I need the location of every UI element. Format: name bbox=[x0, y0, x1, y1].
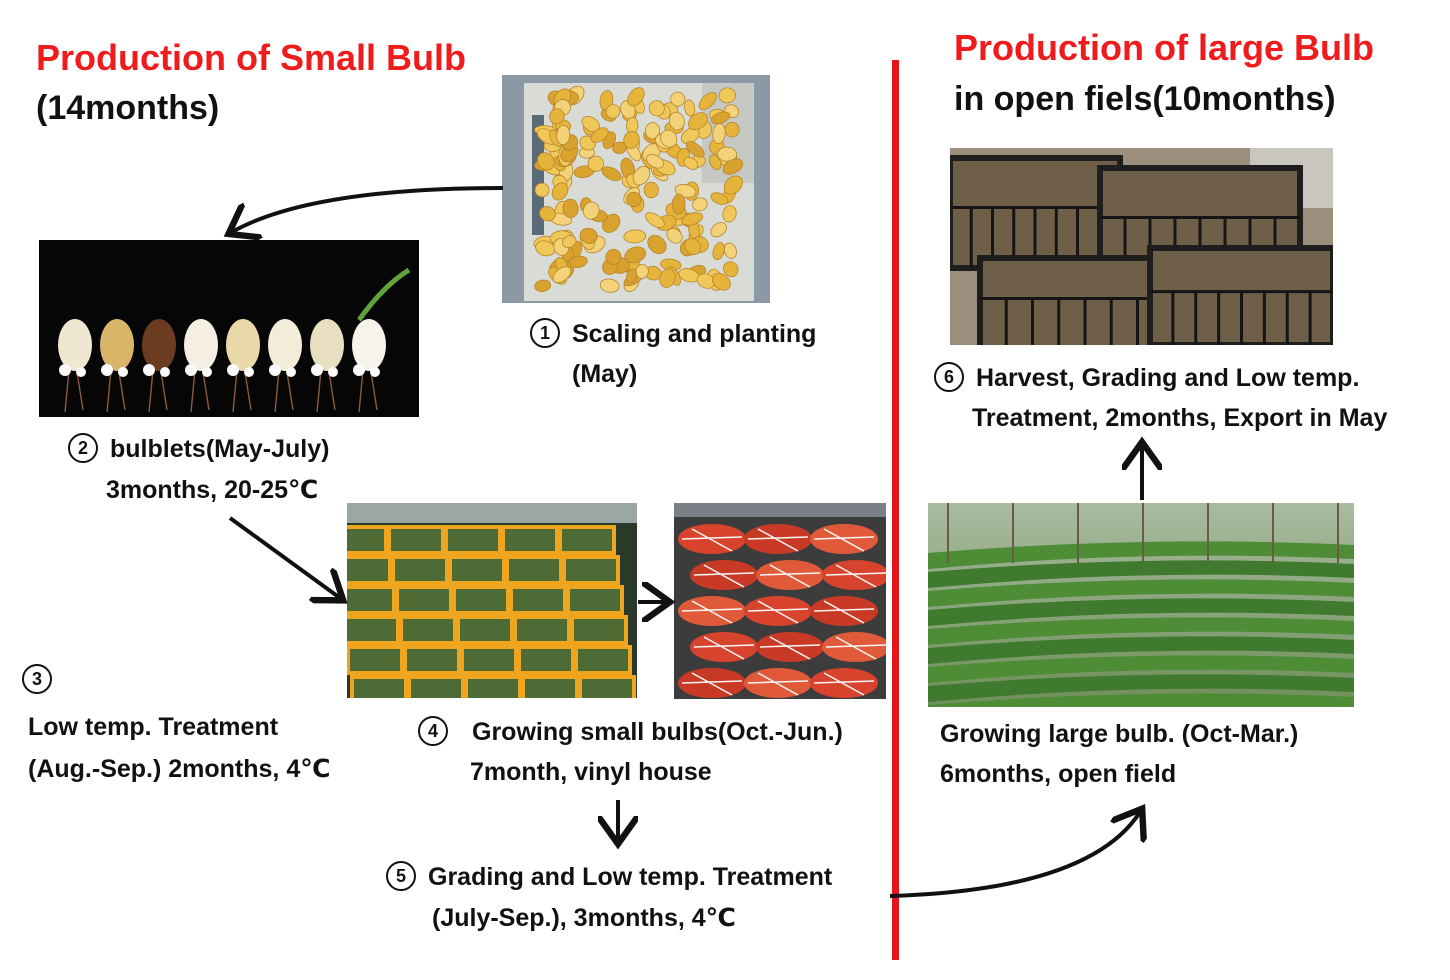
left-section-title: Production of Small Bulb bbox=[36, 37, 466, 78]
step-4-line1: Growing small bulbs(Oct.-Jun.) bbox=[472, 718, 843, 746]
step-3-number-row: 3 bbox=[22, 660, 64, 700]
right-section-subtitle: in open fiels(10months) bbox=[954, 80, 1336, 118]
step-6-number: 6 bbox=[934, 362, 964, 393]
netbags-photo bbox=[674, 503, 886, 699]
step-5-line2: (July-Sep.), 3months, 4℃ bbox=[432, 904, 736, 932]
scales-photo bbox=[502, 75, 770, 303]
step-5-caption: 5 Grading and Low temp. Treatment bbox=[386, 857, 832, 897]
bulblets-photo bbox=[39, 240, 419, 417]
growing-large-line2: 6months, open field bbox=[940, 760, 1177, 788]
section-divider bbox=[892, 60, 899, 960]
step-4-caption: 4 Growing small bulbs(Oct.-Jun.) bbox=[418, 712, 843, 752]
step-3-number: 3 bbox=[22, 664, 52, 695]
step-6-caption: 6 Harvest, Grading and Low temp. bbox=[934, 358, 1359, 398]
step-2-caption: 2 bulblets(May-July) bbox=[68, 429, 329, 469]
step-6-line1: Harvest, Grading and Low temp. bbox=[976, 364, 1360, 392]
step-3-line1: Low temp. Treatment bbox=[28, 713, 279, 741]
crates-photo bbox=[950, 148, 1333, 345]
step-4-line2: 7month, vinyl house bbox=[470, 758, 712, 786]
left-section-duration: (14months) bbox=[36, 89, 220, 127]
step-6-line2: Treatment, 2months, Export in May bbox=[972, 404, 1388, 432]
step-2-line1: bulblets(May-July) bbox=[110, 435, 330, 463]
step-1-number: 1 bbox=[530, 318, 560, 349]
step-5-line1: Grading and Low temp. Treatment bbox=[428, 863, 833, 891]
step-5-number: 5 bbox=[386, 861, 416, 892]
growing-large-line1: Growing large bulb. (Oct-Mar.) bbox=[940, 720, 1299, 748]
step-1-caption: 1 Scaling and planting bbox=[530, 314, 816, 354]
step-2-line2: 3months, 20-25℃ bbox=[106, 476, 319, 504]
trays-photo bbox=[347, 503, 637, 698]
arrow-5-to-field bbox=[889, 812, 1140, 898]
field-photo bbox=[928, 503, 1354, 707]
step-2-number: 2 bbox=[68, 433, 98, 464]
step-4-number: 4 bbox=[418, 716, 448, 747]
right-section-title: Production of large Bulb bbox=[954, 27, 1374, 68]
step-1-line1: Scaling and planting bbox=[572, 320, 817, 348]
step-3-line2: (Aug.-Sep.) 2months, 4℃ bbox=[28, 755, 331, 783]
step-1-line2: (May) bbox=[572, 360, 638, 388]
arrow-2-to-4 bbox=[228, 516, 340, 598]
arrow-1-to-2 bbox=[232, 186, 504, 232]
